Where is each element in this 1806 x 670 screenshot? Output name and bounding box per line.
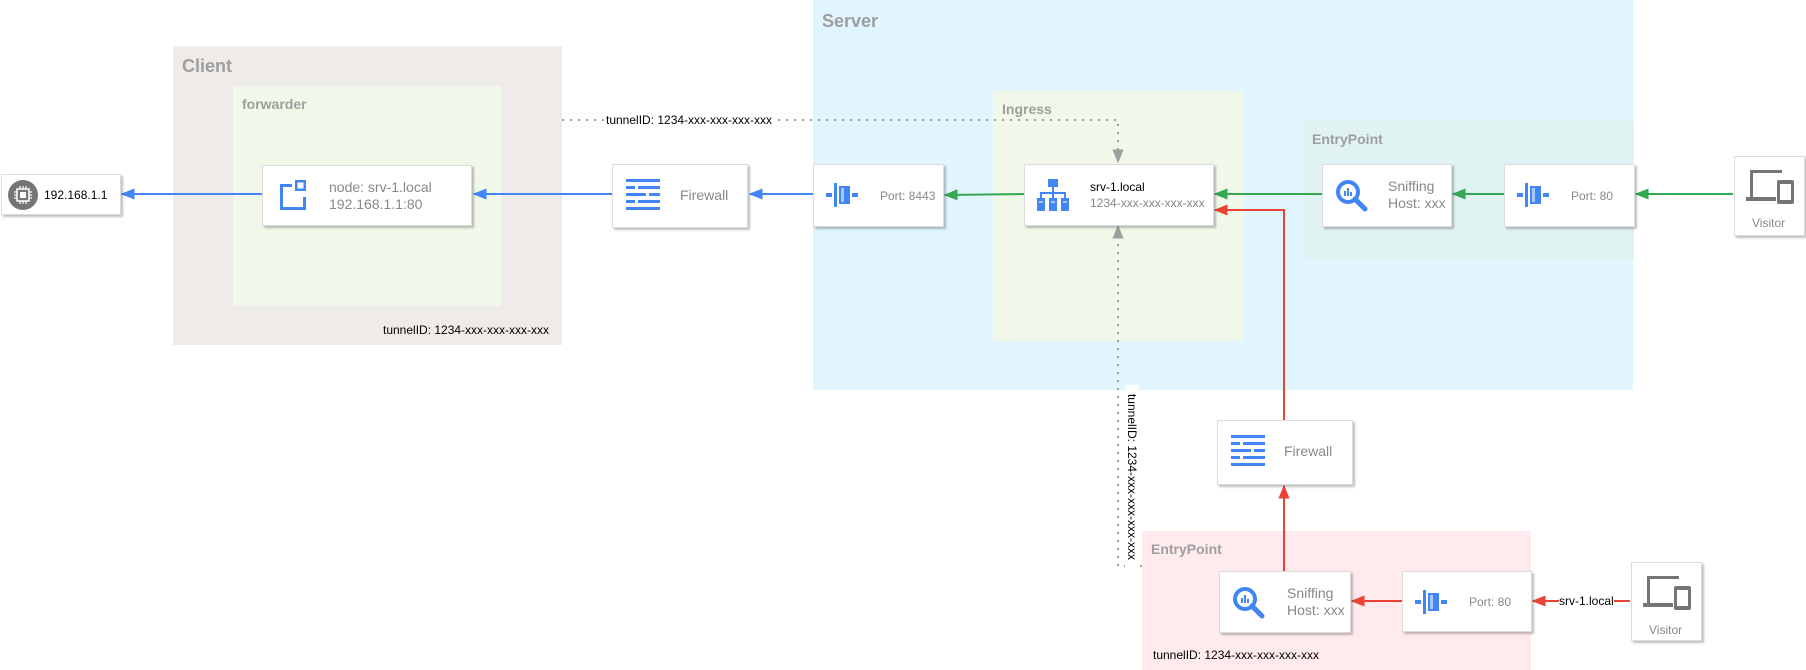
entrypoint-bottom-group-title: EntryPoint [1151,541,1222,557]
port-80-top-node[interactable]: Port: 80 [1504,164,1635,227]
edge-label-tunnel-vertical: tunnelID: 1234-xxx-xxx-xxx-xxx [1125,385,1139,569]
firewall-icon [1231,435,1265,466]
port-80-top-label: Port: 80 [1571,189,1614,203]
port-80-bottom-node[interactable]: Port: 80 [1402,571,1532,632]
port-icon [1415,590,1447,614]
sniffing-top-line2: Host: xxx [1388,195,1446,211]
visitor-bottom-label: Visitor [1649,623,1683,637]
edge-label-srv-local: srv-1.local [1559,594,1614,608]
client-group-title: Client [182,56,233,76]
edge-label-tunnel-client: tunnelID: 1234-xxx-xxx-xxx-xxx [383,323,550,337]
devices-icon [1643,576,1691,610]
magnifier-icon [1336,180,1368,212]
forwarder-group-title: forwarder [242,96,307,112]
port-8443-label: Port: 8443 [880,189,936,203]
ingress-node-line1: srv-1.local [1090,180,1145,194]
visitor-top-label: Visitor [1752,216,1786,230]
visitor-bottom-node[interactable]: Visitor [1631,562,1702,641]
edge-ingress-port8443 [943,189,1025,201]
cpu-icon [8,180,38,210]
port-80-bottom-label: Port: 80 [1469,595,1512,609]
server-group-title: Server [822,11,879,31]
sniffing-bottom-line1: Sniffing [1287,585,1334,601]
load-balancer-icon [1037,179,1069,211]
port-icon [1517,183,1549,207]
sniffing-top-node[interactable]: Sniffing Host: xxx [1322,164,1452,227]
edge-firewall-ingress [1213,204,1285,420]
edge-label-tunnel-bottom: tunnelID: 1234-xxx-xxx-xxx-xxx [1153,648,1320,662]
sniffing-top-line1: Sniffing [1388,178,1435,194]
sniffing-bottom-node[interactable]: Sniffing Host: xxx [1219,571,1351,633]
external-node-icon [280,180,306,210]
ingress-group-title: Ingress [1002,101,1052,117]
port-icon [826,183,858,207]
firewall-top-label: Firewall [680,187,729,203]
firewall-bottom-node[interactable]: Firewall [1217,420,1353,485]
edge-label-tunnel-top: tunnelID: 1234-xxx-xxx-xxx-xxx [606,113,773,127]
firewall-top-node[interactable]: Firewall [612,164,748,228]
forwarder-node[interactable]: node: srv-1.local 192.168.1.1:80 [262,165,472,226]
devices-icon [1746,170,1794,204]
forwarder-node-line2: 192.168.1.1:80 [329,196,423,212]
port-8443-node[interactable]: Port: 8443 [813,164,944,227]
cpu-node[interactable]: 192.168.1.1 [1,174,121,215]
cpu-label: 192.168.1.1 [44,188,108,202]
ingress-node-line2: 1234-xxx-xxx-xxx-xxx [1090,196,1205,210]
ingress-node[interactable]: srv-1.local 1234-xxx-xxx-xxx-xxx [1024,164,1214,226]
entrypoint-top-group-title: EntryPoint [1312,131,1383,147]
firewall-bottom-label: Firewall [1284,443,1333,459]
firewall-icon [626,179,660,210]
sniffing-bottom-line2: Host: xxx [1287,602,1345,618]
visitor-top-node[interactable]: Visitor [1734,156,1805,236]
forwarder-node-line1: node: srv-1.local [329,179,432,195]
magnifier-icon [1233,587,1265,619]
